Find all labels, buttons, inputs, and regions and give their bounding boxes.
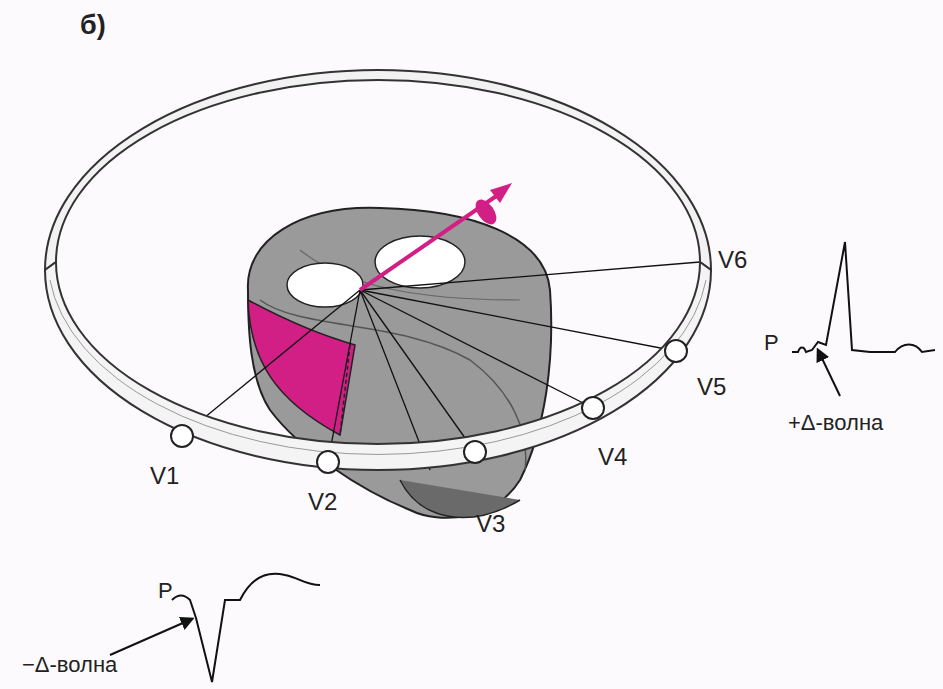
lead-label: −Δ-волна bbox=[22, 654, 117, 676]
lead-label: V1 bbox=[150, 464, 179, 488]
lead-label: +Δ-волна bbox=[788, 412, 883, 434]
lead-label: V3 bbox=[476, 512, 505, 536]
lead-label: P bbox=[764, 332, 779, 354]
panel-label: б) bbox=[80, 12, 106, 39]
lead-label: P bbox=[158, 580, 173, 602]
lead-label: V4 bbox=[598, 445, 627, 469]
lead-label: V6 bbox=[718, 248, 747, 272]
lead-label: V5 bbox=[697, 375, 726, 399]
lead-label: V2 bbox=[308, 490, 337, 514]
